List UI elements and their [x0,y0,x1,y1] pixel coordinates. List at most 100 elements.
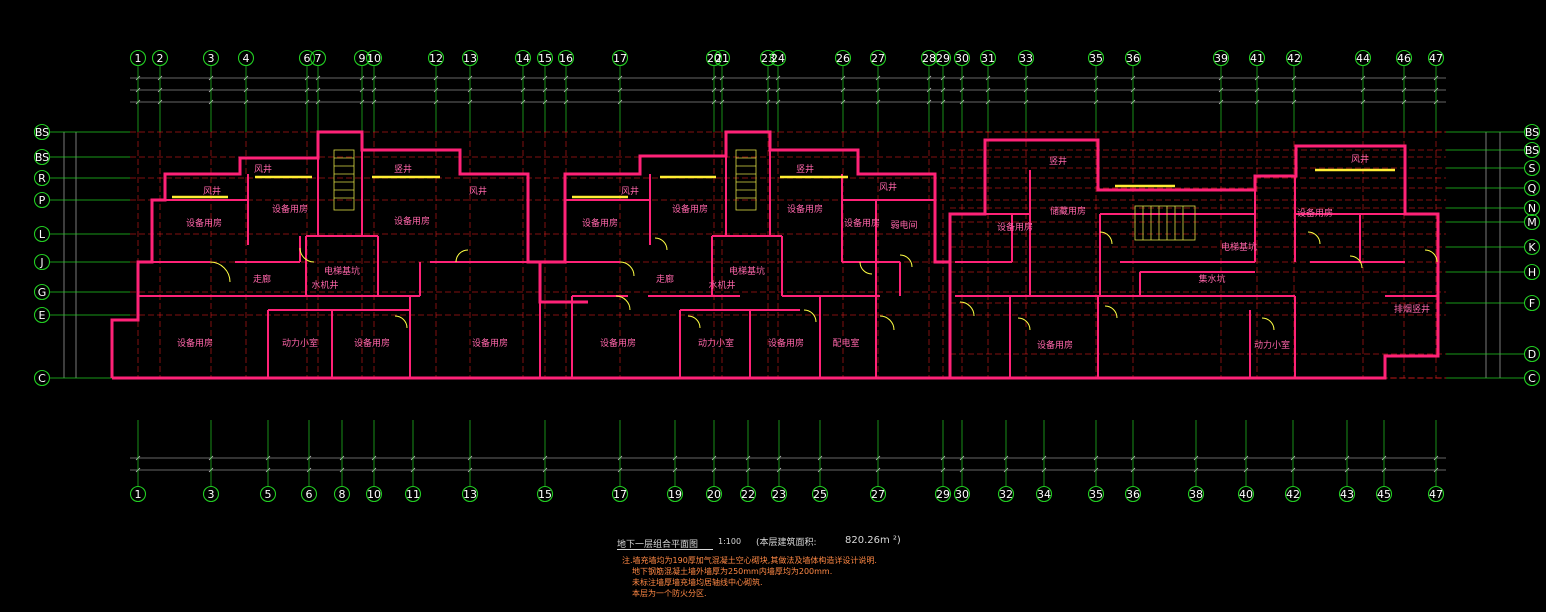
axis-bubble: 29 [934,49,952,67]
axis-bubble: BS [33,123,51,141]
axis-bubble: 11 [404,485,422,503]
axis-label: 32 [999,488,1013,501]
axis-label: 31 [981,52,995,65]
axis-label: 36 [1126,488,1140,501]
axis-label: 47 [1429,52,1443,65]
room-label: 电梯基坑 [1221,241,1257,253]
room-label: 风井 [203,185,221,197]
room-label: 风井 [879,181,897,193]
axis-bubble: 34 [1035,485,1053,503]
axis-bubble: J [33,253,51,271]
axis-label: 41 [1250,52,1264,65]
axis-bubble: 30 [953,485,971,503]
axis-label: BS [1525,126,1539,139]
axis-label: 35 [1089,488,1103,501]
axis-label: 40 [1239,488,1253,501]
title-underline [617,549,713,550]
axis-bubble: 27 [869,485,887,503]
axis-label: 14 [516,52,530,65]
axis-label: 13 [463,488,477,501]
axis-label: 9 [359,52,366,65]
axis-bubble: 47 [1427,485,1445,503]
axis-bubble: 40 [1237,485,1255,503]
axis-leader-lines [50,66,1524,486]
axis-bubble: 3 [202,485,220,503]
axis-label: 3 [208,488,215,501]
axis-label: M [1527,216,1537,229]
horizontal-grid-lines [130,131,1446,379]
axis-label: 13 [463,52,477,65]
axis-bubble: 17 [611,485,629,503]
axis-bubble: 43 [1338,485,1356,503]
stairs [333,149,1196,241]
room-label: 风井 [1351,153,1369,165]
note-line-1: 注.墙充墙均为190厚加气混凝土空心砌块,其做法及墙体构造详设计说明. [622,556,877,565]
room-label: 水机井 [311,279,338,291]
axis-bubble: 14 [514,49,532,67]
room-label: 设备用房 [472,337,508,349]
axis-label: 30 [955,488,969,501]
axis-label: 27 [871,488,885,501]
axis-bubble: 4 [237,49,255,67]
room-label: 设备用房 [354,337,390,349]
axis-bubble: 13 [461,485,479,503]
axis-bubble: 35 [1087,49,1105,67]
axis-bubble: S [1523,159,1541,177]
axis-label: 19 [668,488,682,501]
room-label: 设备用房 [177,337,213,349]
axis-label: 1 [135,488,142,501]
axis-label: 16 [559,52,573,65]
axis-bubble: 36 [1124,485,1142,503]
room-label: 配电室 [832,337,859,349]
note-line-3: 未标注墙厚墙充墙均居轴线中心砌筑. [632,578,763,587]
axis-bubble: 47 [1427,49,1445,67]
axis-bubble: 15 [536,485,554,503]
axis-label: 25 [813,488,827,501]
axis-label: 3 [208,52,215,65]
room-label: 风井 [254,163,272,175]
axis-label: S [1529,162,1536,175]
axis-label: 35 [1089,52,1103,65]
room-label: 弱电间 [890,219,917,231]
axis-bubble: 38 [1187,485,1205,503]
axis-label: L [39,228,46,241]
room-label: 设备用房 [768,337,804,349]
axis-bubble: Q [1523,179,1541,197]
room-label: 动力小室 [282,337,318,349]
room-label: 设备用房 [672,203,708,215]
room-label: 设备用房 [394,215,430,227]
axis-label: 2 [157,52,164,65]
axis-bubble: F [1523,294,1541,312]
axis-bubble: 1 [129,49,147,67]
axis-label: H [1528,266,1536,279]
axis-bubble: 27 [869,49,887,67]
axis-label: 34 [1037,488,1051,501]
room-label: 竖井 [394,163,412,175]
axis-label: 15 [538,52,552,65]
axis-bubble: 10 [365,49,383,67]
area-value: 820.26m ²) [845,535,901,546]
axis-bubble: H [1523,263,1541,281]
axis-label: 8 [339,488,346,501]
room-label: 储藏用房 [1050,205,1086,217]
axis-bubble: 3 [202,49,220,67]
room-label: 设备用房 [600,337,636,349]
axis-bubble: 46 [1395,49,1413,67]
axis-bubble: K [1523,238,1541,256]
axis-bubble: M [1523,213,1541,231]
room-label: 设备用房 [186,217,222,229]
room-label: 走廊 [656,273,674,285]
axis-label: 15 [538,488,552,501]
axis-label: E [39,309,46,322]
side-dimension-chains [63,132,1501,378]
axis-bubble: 41 [1248,49,1266,67]
axis-label: 1 [135,52,142,65]
room-label: 设备用房 [844,217,880,229]
axis-bubble: 12 [427,49,445,67]
drawing-title: 地下一层组合平面图 [617,540,699,550]
axis-bubble: 17 [611,49,629,67]
axis-label: 24 [771,52,785,65]
axis-bubble: P [33,191,51,209]
